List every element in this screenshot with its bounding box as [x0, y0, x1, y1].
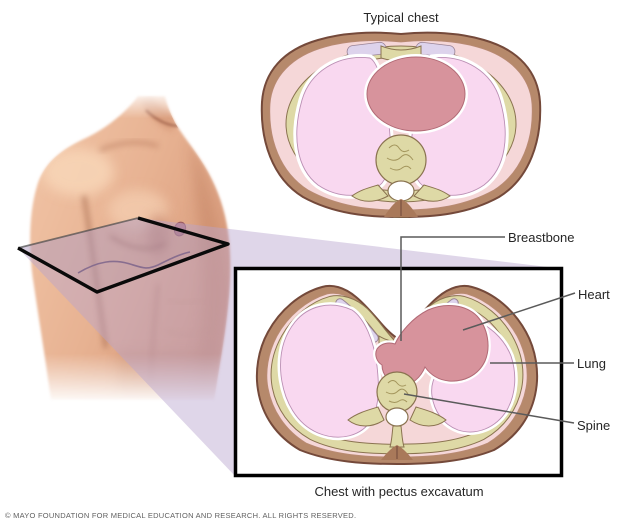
copyright-notice: © MAYO FOUNDATION FOR MEDICAL EDUCATION …: [5, 511, 357, 520]
label-spine: Spine: [577, 418, 611, 433]
spine-leader-line: [403, 393, 575, 424]
caption-pectus-excavatum: Chest with pectus excavatum: [314, 484, 484, 499]
label-breastbone: Breastbone: [508, 230, 575, 245]
heart-leader-line: [462, 292, 576, 331]
title-typical-chest: Typical chest: [363, 10, 439, 25]
breastbone-leader-line: [400, 236, 505, 341]
label-heart: Heart: [578, 287, 610, 302]
cutting-plane-diamond: [17, 216, 230, 294]
heart-typical: [366, 56, 466, 132]
torso-illustration: [30, 96, 231, 400]
leader-lines: [400, 236, 576, 424]
left-lung-pectus: [280, 304, 379, 438]
cartilage-segments: [346, 41, 456, 58]
label-lung: Lung: [577, 356, 606, 371]
heart-pectus: [375, 304, 489, 386]
typical-chest-section: [260, 31, 542, 219]
spine-pectus: [347, 371, 447, 448]
chest-cut-contour-line: [77, 251, 191, 274]
pectus-chest-section: [255, 284, 539, 466]
